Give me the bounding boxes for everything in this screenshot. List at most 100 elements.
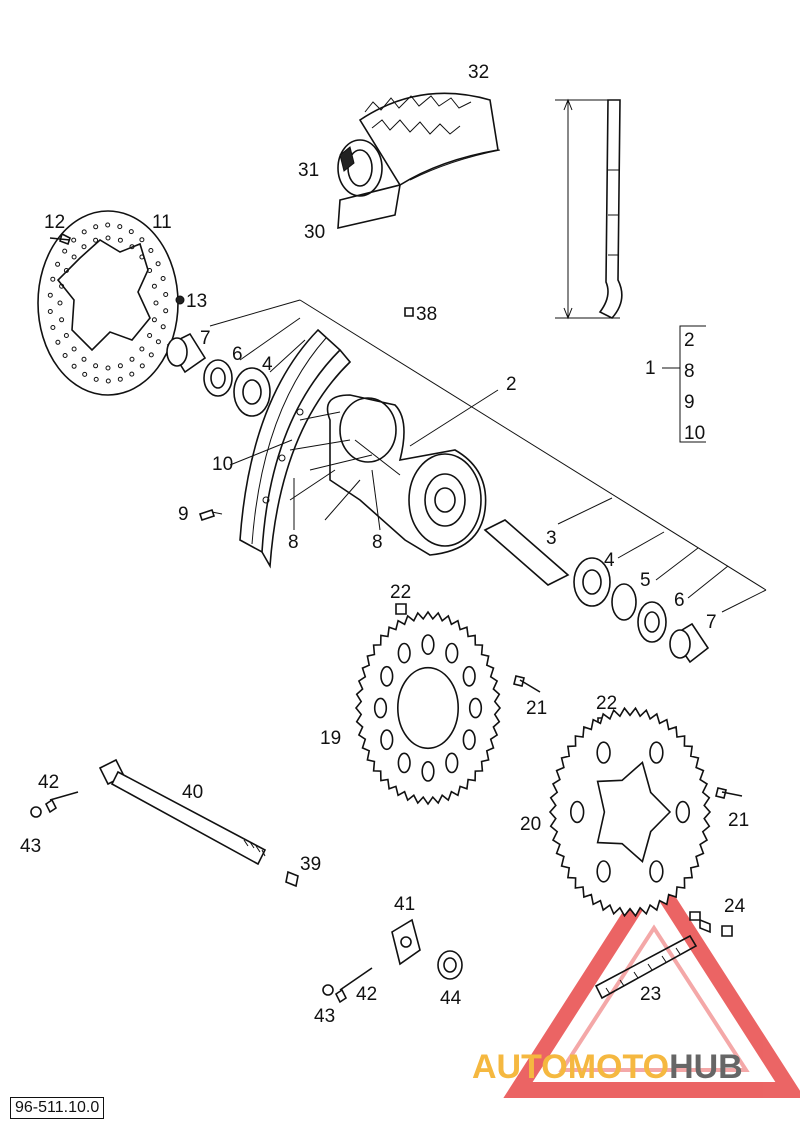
small-fasteners — [30, 232, 743, 1004]
label-2-hub: 2 — [506, 374, 517, 395]
label-10: 10 — [684, 423, 705, 444]
disc-hole — [155, 261, 161, 267]
sprocket-hole — [421, 634, 435, 656]
watermark-triangle — [503, 863, 800, 1098]
disc-hole — [117, 363, 123, 369]
label-42-lower: 42 — [356, 984, 377, 1005]
disc-hole — [93, 224, 99, 230]
label-19: 19 — [320, 728, 341, 749]
kit-bracket — [662, 325, 706, 443]
label-7-left: 7 — [200, 328, 211, 349]
sprocket-hole — [462, 665, 476, 687]
disc-hole — [62, 248, 68, 254]
label-32: 32 — [468, 62, 489, 83]
disc-hole — [163, 292, 169, 297]
callout-labels: 1 2 8 9 10 2 3 4 4 5 6 6 7 7 8 8 9 10 11… — [20, 62, 749, 1027]
label-42-upper: 42 — [38, 772, 59, 793]
label-4-right: 4 — [604, 550, 615, 571]
disc-hole — [139, 254, 145, 260]
valve-stem — [555, 98, 623, 320]
label-1: 1 — [645, 358, 656, 379]
disc-hole — [59, 283, 65, 289]
chain-adjuster — [391, 918, 463, 980]
label-43-upper: 43 — [20, 836, 41, 857]
disc-hole — [55, 261, 61, 267]
disc-hole — [148, 352, 154, 358]
sprocket-outline — [354, 610, 502, 806]
disc-hole — [93, 237, 99, 243]
label-21-lower: 21 — [728, 810, 749, 831]
disc-hole — [139, 237, 145, 243]
sprocket-hole — [462, 729, 476, 751]
sprocket-19 — [354, 610, 502, 806]
sprocket-hole — [675, 800, 690, 824]
sprocket-outline — [548, 706, 712, 918]
label-11: 11 — [152, 212, 172, 233]
drive-chain — [594, 934, 698, 1000]
sprocket-hole — [397, 752, 411, 774]
sprocket-20 — [548, 706, 712, 918]
disc-hole — [47, 292, 53, 298]
watermark-part2: HUB — [669, 1048, 743, 1086]
label-24: 24 — [724, 896, 746, 917]
label-9-bolt: 9 — [178, 504, 189, 525]
label-30: 30 — [304, 222, 325, 243]
disc-hole — [63, 333, 69, 338]
sprocket-hole — [569, 800, 585, 824]
sprocket-hole — [649, 741, 664, 764]
label-8-hub: 8 — [372, 532, 383, 553]
label-20: 20 — [520, 814, 541, 835]
label-2: 2 — [684, 330, 695, 351]
rear-axle — [98, 758, 267, 866]
sprocket-center — [596, 761, 672, 863]
disc-hole — [81, 229, 87, 235]
disc-hole — [151, 283, 157, 289]
watermark-part1: AUTOMOTO — [472, 1048, 669, 1086]
sprocket-hole — [373, 697, 388, 719]
label-3: 3 — [546, 528, 557, 549]
sprocket-hole — [380, 729, 394, 751]
sprocket-hole — [421, 761, 435, 782]
disc-hole — [105, 365, 111, 371]
label-4-left: 4 — [262, 354, 273, 375]
sprocket-hole — [596, 860, 611, 883]
disc-hole — [93, 363, 99, 369]
leader-lines — [211, 389, 499, 531]
sprocket-hole — [445, 752, 459, 774]
disc-hole — [105, 235, 111, 241]
disc-hole — [93, 376, 99, 382]
tyre-assembly — [337, 92, 501, 230]
disc-hole — [81, 356, 87, 362]
disc-hole — [50, 276, 56, 282]
disc-hole — [117, 376, 123, 382]
label-38: 38 — [416, 304, 437, 325]
disc-hole — [155, 339, 161, 345]
label-9: 9 — [684, 392, 695, 413]
disc-hole — [59, 317, 65, 323]
disc-hole — [62, 353, 68, 358]
label-8: 8 — [684, 361, 695, 382]
disc-hole — [151, 317, 157, 323]
disc-hole — [71, 363, 77, 369]
right-spacer-bearing — [483, 519, 710, 664]
wheel-hub — [289, 394, 487, 556]
sprocket-hole — [596, 741, 611, 764]
watermark-text: AUTOMOTOHUB — [472, 1048, 743, 1086]
label-22-lower: 22 — [596, 693, 617, 714]
disc-hole — [153, 300, 159, 306]
disc-hole — [139, 363, 145, 369]
disc-hole — [160, 324, 166, 330]
sprocket-hole — [397, 642, 411, 664]
label-43-lower: 43 — [314, 1006, 335, 1027]
disc-hole — [71, 346, 77, 352]
disc-hole — [71, 254, 77, 260]
sprocket-center — [396, 666, 459, 750]
disc-hole — [160, 276, 166, 281]
label-12: 12 — [44, 212, 65, 233]
label-5: 5 — [640, 570, 651, 591]
left-spacer-bearing — [166, 332, 271, 417]
label-41: 41 — [394, 894, 415, 915]
disc-hole — [57, 300, 63, 306]
sprocket-hole — [649, 860, 664, 883]
